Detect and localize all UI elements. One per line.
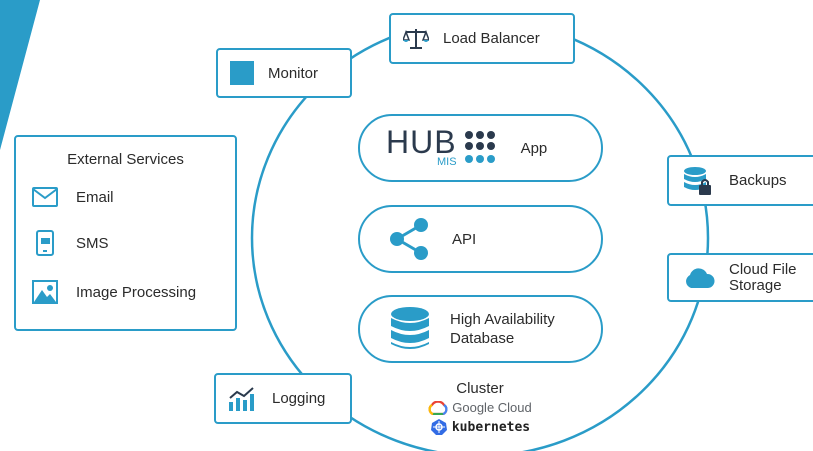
google-cloud-brand: Google Cloud: [410, 400, 550, 415]
analytics-icon: [228, 386, 256, 412]
service-sms[interactable]: SMS: [32, 230, 109, 256]
database-node[interactable]: High Availability Database: [358, 295, 603, 363]
scale-icon: [403, 27, 429, 51]
cloud-storage-label: Cloud File Storage: [729, 260, 797, 294]
api-label: API: [452, 230, 477, 248]
external-services-box: External Services Email SMS: [14, 135, 237, 331]
cloud-storage-label-line2: Storage: [729, 276, 782, 294]
hubmis-logo: HUB MIS: [386, 124, 503, 168]
service-label: SMS: [76, 234, 109, 252]
service-label: Image Processing: [76, 283, 197, 301]
cluster-title: Cluster: [456, 380, 504, 397]
database-label-line1: High Availability: [450, 311, 555, 328]
app-node[interactable]: HUB MIS App: [358, 114, 603, 182]
logging-label: Logging: [272, 390, 326, 407]
api-node[interactable]: API: [358, 205, 603, 273]
load-balancer-box[interactable]: Load Balancer: [389, 13, 575, 64]
logging-box[interactable]: Logging: [214, 373, 352, 424]
google-cloud-icon: [428, 400, 448, 415]
database-lock-icon: [683, 166, 713, 196]
kubernetes-brand: kubernetes: [410, 418, 550, 436]
cloud-icon: [683, 267, 715, 289]
kubernetes-label: kubernetes: [451, 419, 531, 435]
app-label: App: [520, 139, 548, 157]
load-balancer-label: Load Balancer: [443, 30, 540, 47]
external-services-title: External Services: [67, 151, 184, 168]
envelope-icon: [32, 187, 58, 207]
kubernetes-icon: [430, 418, 448, 436]
cloud-storage-label-line1: Cloud File: [729, 260, 797, 278]
logo-sub: MIS: [437, 156, 457, 168]
square-icon: [230, 61, 254, 85]
phone-icon: [32, 230, 58, 256]
cluster-info: Cluster Google Cloud kubernetes: [410, 380, 550, 436]
database-icon: [390, 306, 430, 352]
service-image-processing[interactable]: Image Processing: [32, 280, 196, 304]
service-email[interactable]: Email: [32, 187, 114, 207]
database-label: High Availability Database: [450, 310, 555, 348]
monitor-box[interactable]: Monitor: [216, 48, 352, 98]
backups-box[interactable]: Backups: [667, 155, 813, 206]
google-cloud-label: Google Cloud: [452, 400, 532, 415]
image-icon: [32, 280, 58, 304]
logo-main: HUB: [386, 124, 457, 160]
backups-label: Backups: [729, 172, 787, 189]
service-label: Email: [76, 188, 114, 206]
cloud-storage-box[interactable]: Cloud File Storage: [667, 253, 813, 302]
database-label-line2: Database: [450, 330, 515, 347]
monitor-label: Monitor: [268, 64, 319, 82]
share-icon: [388, 217, 430, 261]
